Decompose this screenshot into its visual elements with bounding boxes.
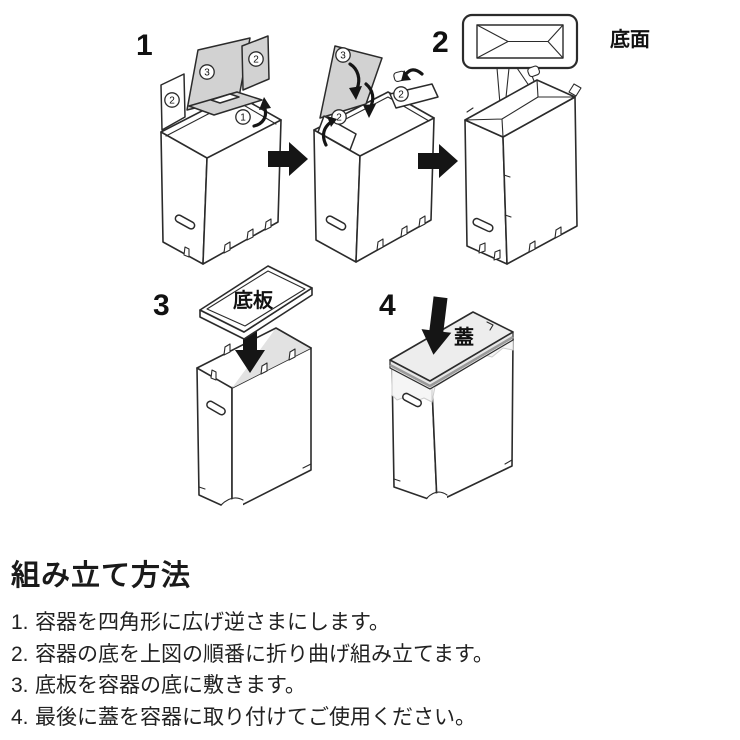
bottom-plate-label: 底板 [233,288,274,312]
corner-tab [527,65,541,78]
step1-circled-1: 1 [235,109,251,125]
handle-slot [402,392,422,408]
fold-arrow-icon [321,116,337,147]
svg-text:2: 2 [169,96,175,107]
handle-slot [174,214,196,230]
step1b-box [313,45,439,263]
step1-figure: 1 [136,29,282,265]
handle-slot [206,400,226,416]
bottom-plate: 底板 [199,265,313,340]
lid-top [389,311,514,382]
step4-number: 4 [379,289,396,322]
handle-slot [325,215,347,231]
instruction-number: 3. [11,674,29,698]
instruction-text: 最後に蓋を容器に取り付けてご使用ください。 [35,706,476,730]
instruction-number: 1. [11,611,29,634]
fold-arrow-icon [363,82,376,118]
step4-figure: 4 蓋 [379,289,514,510]
step2-number: 2 [432,26,449,59]
instruction-number: 2. [11,642,29,666]
step4-box [389,311,514,510]
instructions-list: 1. 容器を四角形に広げ逆さまにします。 2. 容器の底を上図の順番に折り曲げ組… [11,607,711,734]
svg-text:2: 2 [336,113,342,124]
instruction-item: 3. 底板を容器の底に敷きます。 [11,670,711,702]
svg-text:1: 1 [240,113,246,124]
instruction-text: 容器を四角形に広げ逆さまにします。 [35,611,390,634]
step3-box [196,327,312,514]
fold-arrow-icon [348,62,362,100]
bottom-face-detail [461,13,579,70]
lid-label: 蓋 [454,326,474,349]
assembly-diagram: 1 [136,13,650,514]
right-arrow-icon [418,144,458,178]
corner-tab [568,83,582,97]
down-arrow-icon [235,318,265,373]
step1-circled-2-right: 2 [248,51,264,67]
step1b-figure: 3 2 2 [313,45,439,263]
flap-back-gray [319,45,383,119]
flap-right-folded [389,83,439,109]
instruction-item: 2. 容器の底を上図の順番に折り曲げ組み立てます。 [11,639,711,671]
step1-circled-2-left: 2 [164,92,180,108]
svg-text:3: 3 [204,68,210,79]
step1-number: 1 [136,29,153,62]
handle-slot [472,217,494,233]
box-interior [232,328,311,388]
step1b-circled-2-right: 2 [393,86,409,102]
fold-arrow-icon [252,97,271,128]
right-arrow-icon [268,142,308,176]
instruction-text: 底板を容器の底に敷きます。 [35,674,306,698]
svg-text:3: 3 [340,51,346,62]
step1b-circled-3: 3 [335,47,351,63]
instruction-number: 4. [11,706,29,730]
down-arrow-icon [421,296,452,355]
svg-text:2: 2 [398,90,404,101]
hook-arrow-icon [401,68,424,81]
bottom-face-label: 底面 [610,28,650,51]
instruction-text: 容器の底を上図の順番に折り曲げ組み立てます。 [35,642,494,666]
svg-text:2: 2 [253,55,259,66]
instructions-title: 組み立て方法 [11,560,192,592]
flap-notch [210,93,240,104]
step2-figure: 2 底面 [432,13,650,265]
step1-box [160,35,282,265]
instruction-item: 4. 最後に蓋を容器に取り付けてご使用ください。 [11,702,711,734]
leader-lines [496,67,540,118]
instructions-section: 組み立て方法 1. 容器を四角形に広げ逆さまにします。 2. 容器の底を上図の順… [11,560,711,734]
step3-number: 3 [153,289,170,322]
step2-box [464,65,582,265]
step3-figure: 3 [153,265,313,514]
instruction-item: 1. 容器を四角形に広げ逆さまにします。 [11,607,711,639]
step1-circled-3: 3 [199,64,215,80]
